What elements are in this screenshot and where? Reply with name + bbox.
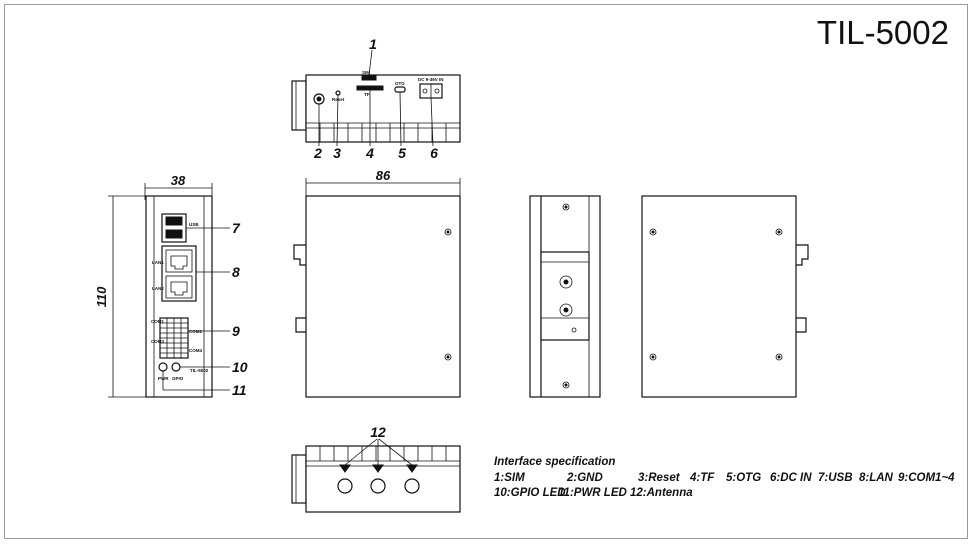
top-view: Reset SIM TF OTG DC 9-36V IN — [291, 49, 461, 147]
spec-item: 1:SIM — [494, 472, 525, 484]
dc-label: DC 9-36V IN — [418, 77, 444, 82]
spec-item: 7:USB — [818, 472, 853, 484]
antenna-port-icon — [404, 478, 420, 494]
spec-item: 12:Antenna — [630, 487, 693, 499]
callout-11: 11 — [232, 382, 247, 398]
side-view-left — [293, 178, 461, 398]
pwr-label: PWR — [158, 376, 169, 381]
side-view-right — [641, 195, 809, 398]
com1-label: COM1 — [151, 319, 164, 324]
spec-item: 10:GPIO LED — [494, 487, 566, 499]
depth-dimension: 86 — [376, 168, 391, 183]
otg-label: OTG — [395, 81, 405, 86]
height-dimension: 110 — [94, 286, 109, 307]
right-side-body — [641, 195, 797, 398]
bottom-view-body — [305, 445, 461, 513]
callout-6: 6 — [430, 145, 438, 161]
usb-label: USB — [189, 222, 199, 227]
callout-3: 3 — [333, 145, 341, 161]
callout-10: 10 — [232, 359, 248, 375]
tf-slot-icon — [356, 85, 384, 91]
reset-label: Reset — [332, 97, 345, 102]
lan-port-icon — [161, 245, 197, 302]
front-model-label: TIL-5002 — [190, 368, 209, 373]
gpio-label: GPIO — [172, 376, 184, 381]
callout-7: 7 — [232, 220, 241, 236]
din-clip-plate — [540, 251, 590, 341]
side-view-body — [305, 195, 461, 398]
spec-item: 4:TF — [689, 472, 715, 484]
interface-specification: Interface specification 1:SIM 2:GND 3:Re… — [494, 456, 955, 499]
front-view: USB LAN1 LAN2 COM1 COM2 COM3 COM4 PWR GP… — [108, 183, 230, 398]
callout-2: 2 — [313, 145, 322, 161]
callout-4: 4 — [365, 145, 374, 161]
spec-item: 6:DC IN — [770, 472, 812, 484]
spec-item: 5:OTG — [726, 472, 761, 484]
reset-pinhole-icon — [335, 90, 341, 96]
product-title: TIL-5002 — [817, 14, 949, 51]
drawing-frame — [4, 4, 968, 539]
lan1-label: LAN1 — [152, 260, 164, 265]
spec-item: 9:COM1~4 — [898, 472, 955, 484]
spec-heading: Interface specification — [494, 456, 615, 468]
callout-1: 1 — [369, 36, 377, 52]
sim-slot-icon — [361, 74, 377, 81]
otg-port-icon — [394, 86, 406, 93]
lan2-label: LAN2 — [152, 286, 164, 291]
din-rail-view — [529, 195, 601, 398]
antenna-port-icon — [337, 478, 353, 494]
callout-12: 12 — [370, 424, 386, 440]
callout-8: 8 — [232, 264, 240, 280]
width-dimension: 38 — [171, 173, 186, 188]
bottom-din-clip — [291, 454, 307, 504]
sim-label: SIM — [362, 70, 370, 75]
spec-item: 3:Reset — [638, 472, 681, 484]
top-view-din-clip — [291, 80, 307, 131]
spec-item: 11:PWR LED — [558, 487, 627, 499]
com4-label: COM4 — [189, 348, 202, 353]
com3-label: COM3 — [151, 339, 164, 344]
callout-9: 9 — [232, 323, 240, 339]
gpio-led-icon — [171, 362, 181, 372]
spec-item: 2:GND — [566, 472, 603, 484]
com2-label: COM2 — [189, 329, 202, 334]
pwr-led-icon — [158, 362, 168, 372]
antenna-port-icon — [370, 478, 386, 494]
tf-label: TF — [364, 92, 370, 97]
callout-5: 5 — [398, 145, 406, 161]
spec-item: 8:LAN — [859, 472, 894, 484]
bottom-view — [291, 438, 461, 513]
